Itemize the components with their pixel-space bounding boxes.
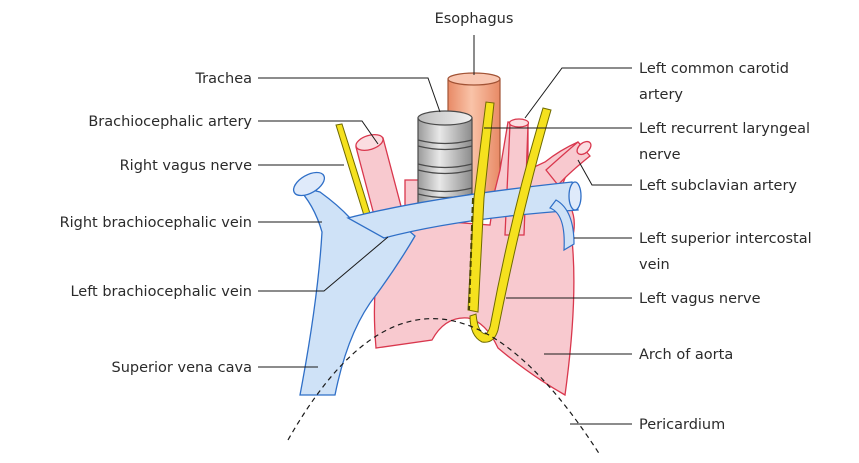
leader-left-subclavian (578, 160, 632, 185)
label-left-recurrent-laryngeal-nerve-line1: Left recurrent laryngeal (639, 121, 810, 137)
label-left-common-carotid-artery-line2: artery (639, 87, 683, 103)
label-arch-of-aorta: Arch of aorta (639, 347, 733, 363)
label-pericardium: Pericardium (639, 417, 725, 433)
label-superior-vena-cava: Superior vena cava (112, 360, 252, 376)
label-brachiocephalic-artery: Brachiocephalic artery (88, 114, 252, 130)
label-right-vagus-nerve: Right vagus nerve (120, 158, 252, 174)
label-left-vagus-nerve: Left vagus nerve (639, 291, 761, 307)
label-trachea: Trachea (194, 71, 252, 87)
label-left-superior-intercostal-vein-line1: Left superior intercostal (639, 231, 812, 247)
leader-left-common-carotid (525, 68, 632, 118)
label-esophagus: Esophagus (435, 11, 514, 27)
label-left-recurrent-laryngeal-nerve-line2: nerve (639, 147, 681, 163)
label-left-subclavian-artery: Left subclavian artery (639, 178, 797, 194)
leader-trachea (258, 78, 440, 112)
label-left-brachiocephalic-vein: Left brachiocephalic vein (70, 284, 252, 300)
label-left-common-carotid-artery-line1: Left common carotid (639, 61, 789, 77)
label-left-superior-intercostal-vein-line2: vein (639, 257, 670, 273)
label-right-brachiocephalic-vein: Right brachiocephalic vein (60, 215, 252, 231)
